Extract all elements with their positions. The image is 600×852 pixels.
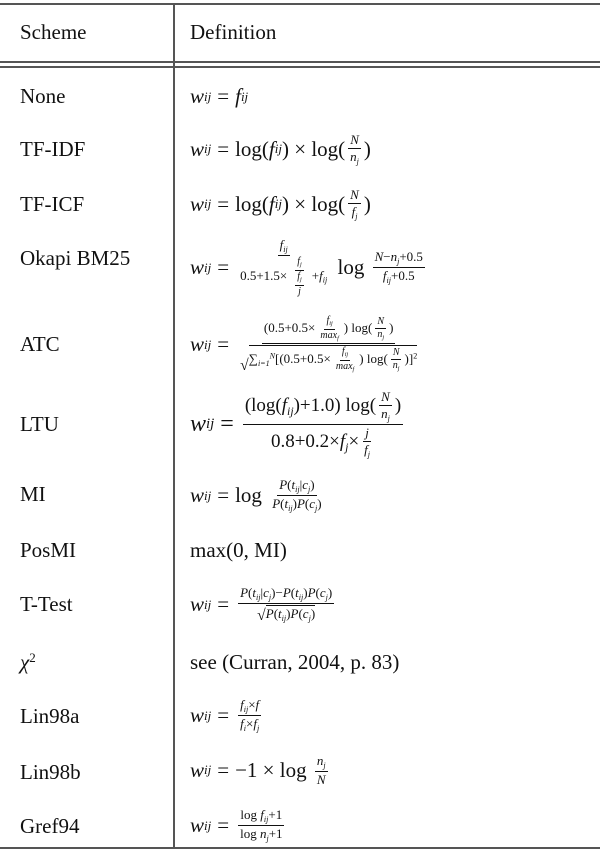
scheme-name: Gref94 — [20, 814, 80, 838]
scheme-name: None — [20, 84, 66, 108]
scheme-name: MI — [20, 482, 46, 506]
header-rule-1 — [0, 61, 600, 63]
chi-symbol: χ — [20, 650, 30, 675]
definition-formula: max(0, MI) — [190, 538, 287, 562]
scheme-name: Lin98b — [20, 760, 81, 784]
scheme-name: χ2 — [20, 650, 36, 675]
column-divider — [173, 4, 175, 849]
scheme-name: TF-ICF — [20, 192, 85, 216]
header-rule-2 — [0, 66, 600, 68]
header-scheme: Scheme — [20, 20, 87, 44]
top-rule — [0, 3, 600, 5]
scheme-name: LTU — [20, 412, 59, 436]
scheme-name: ATC — [20, 332, 60, 356]
scheme-name: T-Test — [20, 592, 73, 616]
bottom-rule — [0, 847, 600, 849]
definition-text: see (Curran, 2004, p. 83) — [190, 650, 400, 674]
scheme-name: Lin98a — [20, 704, 80, 728]
scheme-name: PosMI — [20, 538, 77, 562]
chi-exponent: 2 — [29, 650, 36, 665]
scheme-name: TF-IDF — [20, 137, 86, 161]
header-definition: Definition — [190, 20, 277, 44]
scheme-name: Okapi BM25 — [20, 246, 131, 270]
